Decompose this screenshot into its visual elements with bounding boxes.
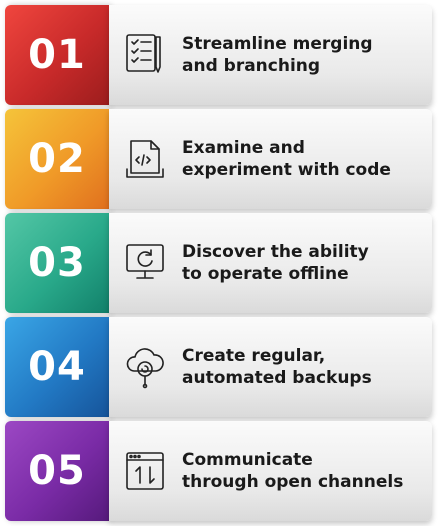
step-number: 02 [5,109,109,209]
step-number: 01 [5,5,109,105]
step-row-4: 04 Create regular, automated backups [5,317,432,417]
transfer-window-icon [123,447,167,493]
step-label: Discover the ability to operate offline [182,242,369,284]
step-number: 05 [5,421,109,521]
step-row-2: 02 Examine and experiment with code [5,109,432,209]
step-card: Examine and experiment with code [109,109,432,209]
step-label: Communicate through open channels [182,450,404,492]
step-card: Communicate through open channels [109,421,432,521]
step-card: Streamline merging and branching [109,5,432,105]
step-card: Create regular, automated backups [109,317,432,417]
code-file-icon [123,135,167,181]
cloud-backup-icon [123,343,167,389]
monitor-refresh-icon [123,239,167,285]
checklist-icon [123,31,167,77]
step-row-5: 05 Communicate through open channels [5,421,432,521]
step-row-1: 01 Streamline merging and branching [5,5,432,105]
step-label: Create regular, automated backups [182,346,372,388]
step-row-3: 03 Discover the ability to operate offli… [5,213,432,313]
step-number: 03 [5,213,109,313]
step-number: 04 [5,317,109,417]
step-label: Streamline merging and branching [182,34,373,76]
step-label: Examine and experiment with code [182,138,391,180]
step-card: Discover the ability to operate offline [109,213,432,313]
